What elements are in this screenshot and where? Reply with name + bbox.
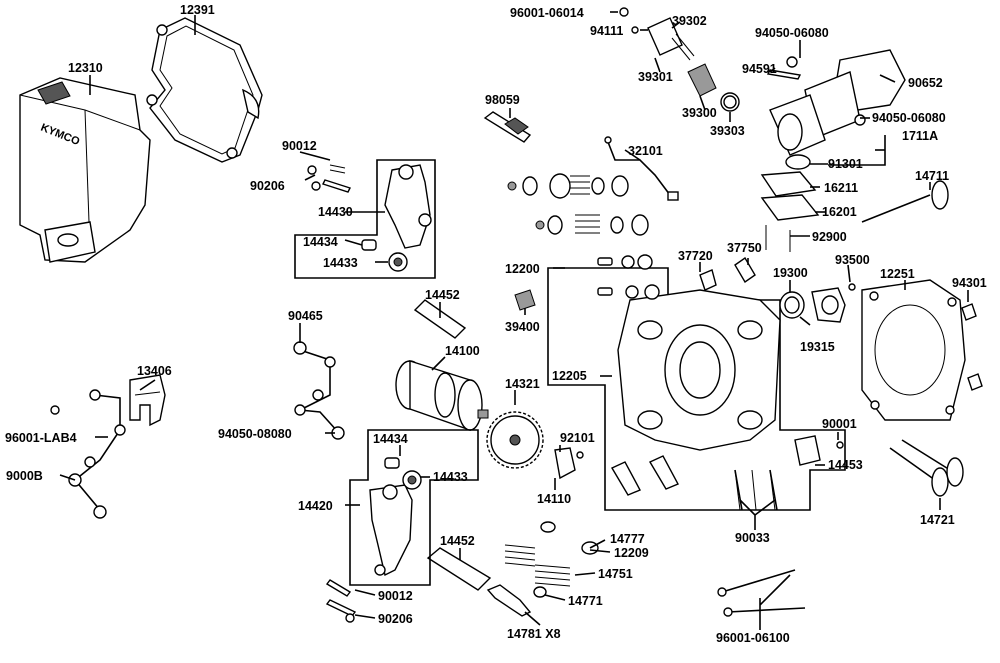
label-14110: 14110 [537,492,571,506]
label-12251: 12251 [880,267,915,281]
cover-gasket [146,17,263,163]
label-39302: 39302 [672,14,707,28]
label-39400: 39400 [505,320,540,334]
label-94050-06080-top: 94050-06080 [755,26,829,40]
cylinder-head-gasket [861,279,966,421]
intake-gaskets [760,154,820,252]
label-19315: 19315 [800,340,835,354]
part-labels: 12391 12310 90012 90206 14430 14434 1443… [5,3,987,645]
label-14100: 14100 [445,344,480,358]
adjust-screws-lower [325,579,357,623]
label-14420: 14420 [298,499,333,513]
label-14452-upper: 14452 [425,288,460,302]
label-14751: 14751 [598,567,633,581]
label-96001-lab4: 96001-LAB4 [5,431,77,445]
label-14777: 14777 [610,532,645,546]
tensioner-linkage [293,341,345,440]
label-37750: 37750 [727,241,762,255]
label-90206-upper: 90206 [250,179,285,193]
label-37720: 37720 [678,249,713,263]
tensioner-plate [554,447,584,480]
label-14453: 14453 [828,458,863,472]
label-39300: 39300 [682,106,717,120]
guide-14453 [794,435,844,466]
bracket-group [50,374,166,519]
intake-manifold [766,49,906,156]
label-14452-lower: 14452 [440,534,475,548]
cylinder-head [547,254,846,511]
rocker-arm-group-lower [349,429,479,586]
label-14321: 14321 [505,377,540,391]
label-94050-06080-bottom: 94050-06080 [872,111,946,125]
label-12391: 12391 [180,3,215,17]
label-12310: 12310 [68,61,103,75]
label-32101: 32101 [628,144,663,158]
label-14721: 14721 [920,513,955,527]
label-14433-lower: 14433 [433,470,468,484]
label-19300: 19300 [773,266,808,280]
label-90033: 90033 [735,531,770,545]
label-39301: 39301 [638,70,673,84]
valves [861,180,964,497]
label-98059: 98059 [485,93,520,107]
label-90652: 90652 [908,76,943,90]
studs-90033 [734,469,778,511]
label-92900: 92900 [812,230,847,244]
label-16211: 16211 [824,181,858,195]
valve-springs-upper [507,173,649,236]
label-14781-x8: 14781 X8 [507,627,561,641]
camshaft [395,360,489,431]
label-94591: 94591 [742,62,777,76]
rocker-shafts [413,299,492,591]
label-91301: 91301 [828,157,863,171]
injector-group [619,7,740,112]
long-bolts [717,569,806,617]
label-14434-lower: 14434 [373,432,408,446]
label-16201: 16201 [822,205,857,219]
label-39303: 39303 [710,124,745,138]
leader-lines [59,11,969,630]
label-12205: 12205 [552,369,587,383]
label-90465: 90465 [288,309,323,323]
label-13406: 13406 [137,364,172,378]
label-96001-06014: 96001-06014 [510,6,584,20]
label-90206-lower: 90206 [378,612,413,626]
cam-sprocket [486,411,544,469]
label-90012-upper: 90012 [282,139,317,153]
label-14771: 14771 [568,594,603,608]
label-1711a: 1711A [902,129,938,143]
dowel-pins [961,303,983,391]
label-9000b: 9000B [6,469,43,483]
label-14433-upper: 14433 [323,256,358,270]
label-12200: 12200 [505,262,540,276]
cylinder-head-cover: KYMCO [19,77,151,263]
label-92101: 92101 [560,431,595,445]
rocker-arm-group-upper [294,159,436,279]
label-14430: 14430 [318,205,353,219]
spark-plug [483,111,532,143]
sensors-37720-37750 [514,256,756,311]
label-94050-08080: 94050-08080 [218,427,292,441]
label-96001-06100: 96001-06100 [716,631,790,645]
label-93500: 93500 [835,253,870,267]
label-14711: 14711 [915,169,949,183]
adjust-screws-upper [307,164,351,193]
label-94111: 94111 [590,24,623,38]
label-90001: 90001 [822,417,857,431]
label-12209: 12209 [614,546,649,560]
label-94301: 94301 [952,276,987,290]
label-90012-lower: 90012 [378,589,413,603]
label-14434-upper: 14434 [303,235,338,249]
caps-19300-19315 [779,283,856,323]
